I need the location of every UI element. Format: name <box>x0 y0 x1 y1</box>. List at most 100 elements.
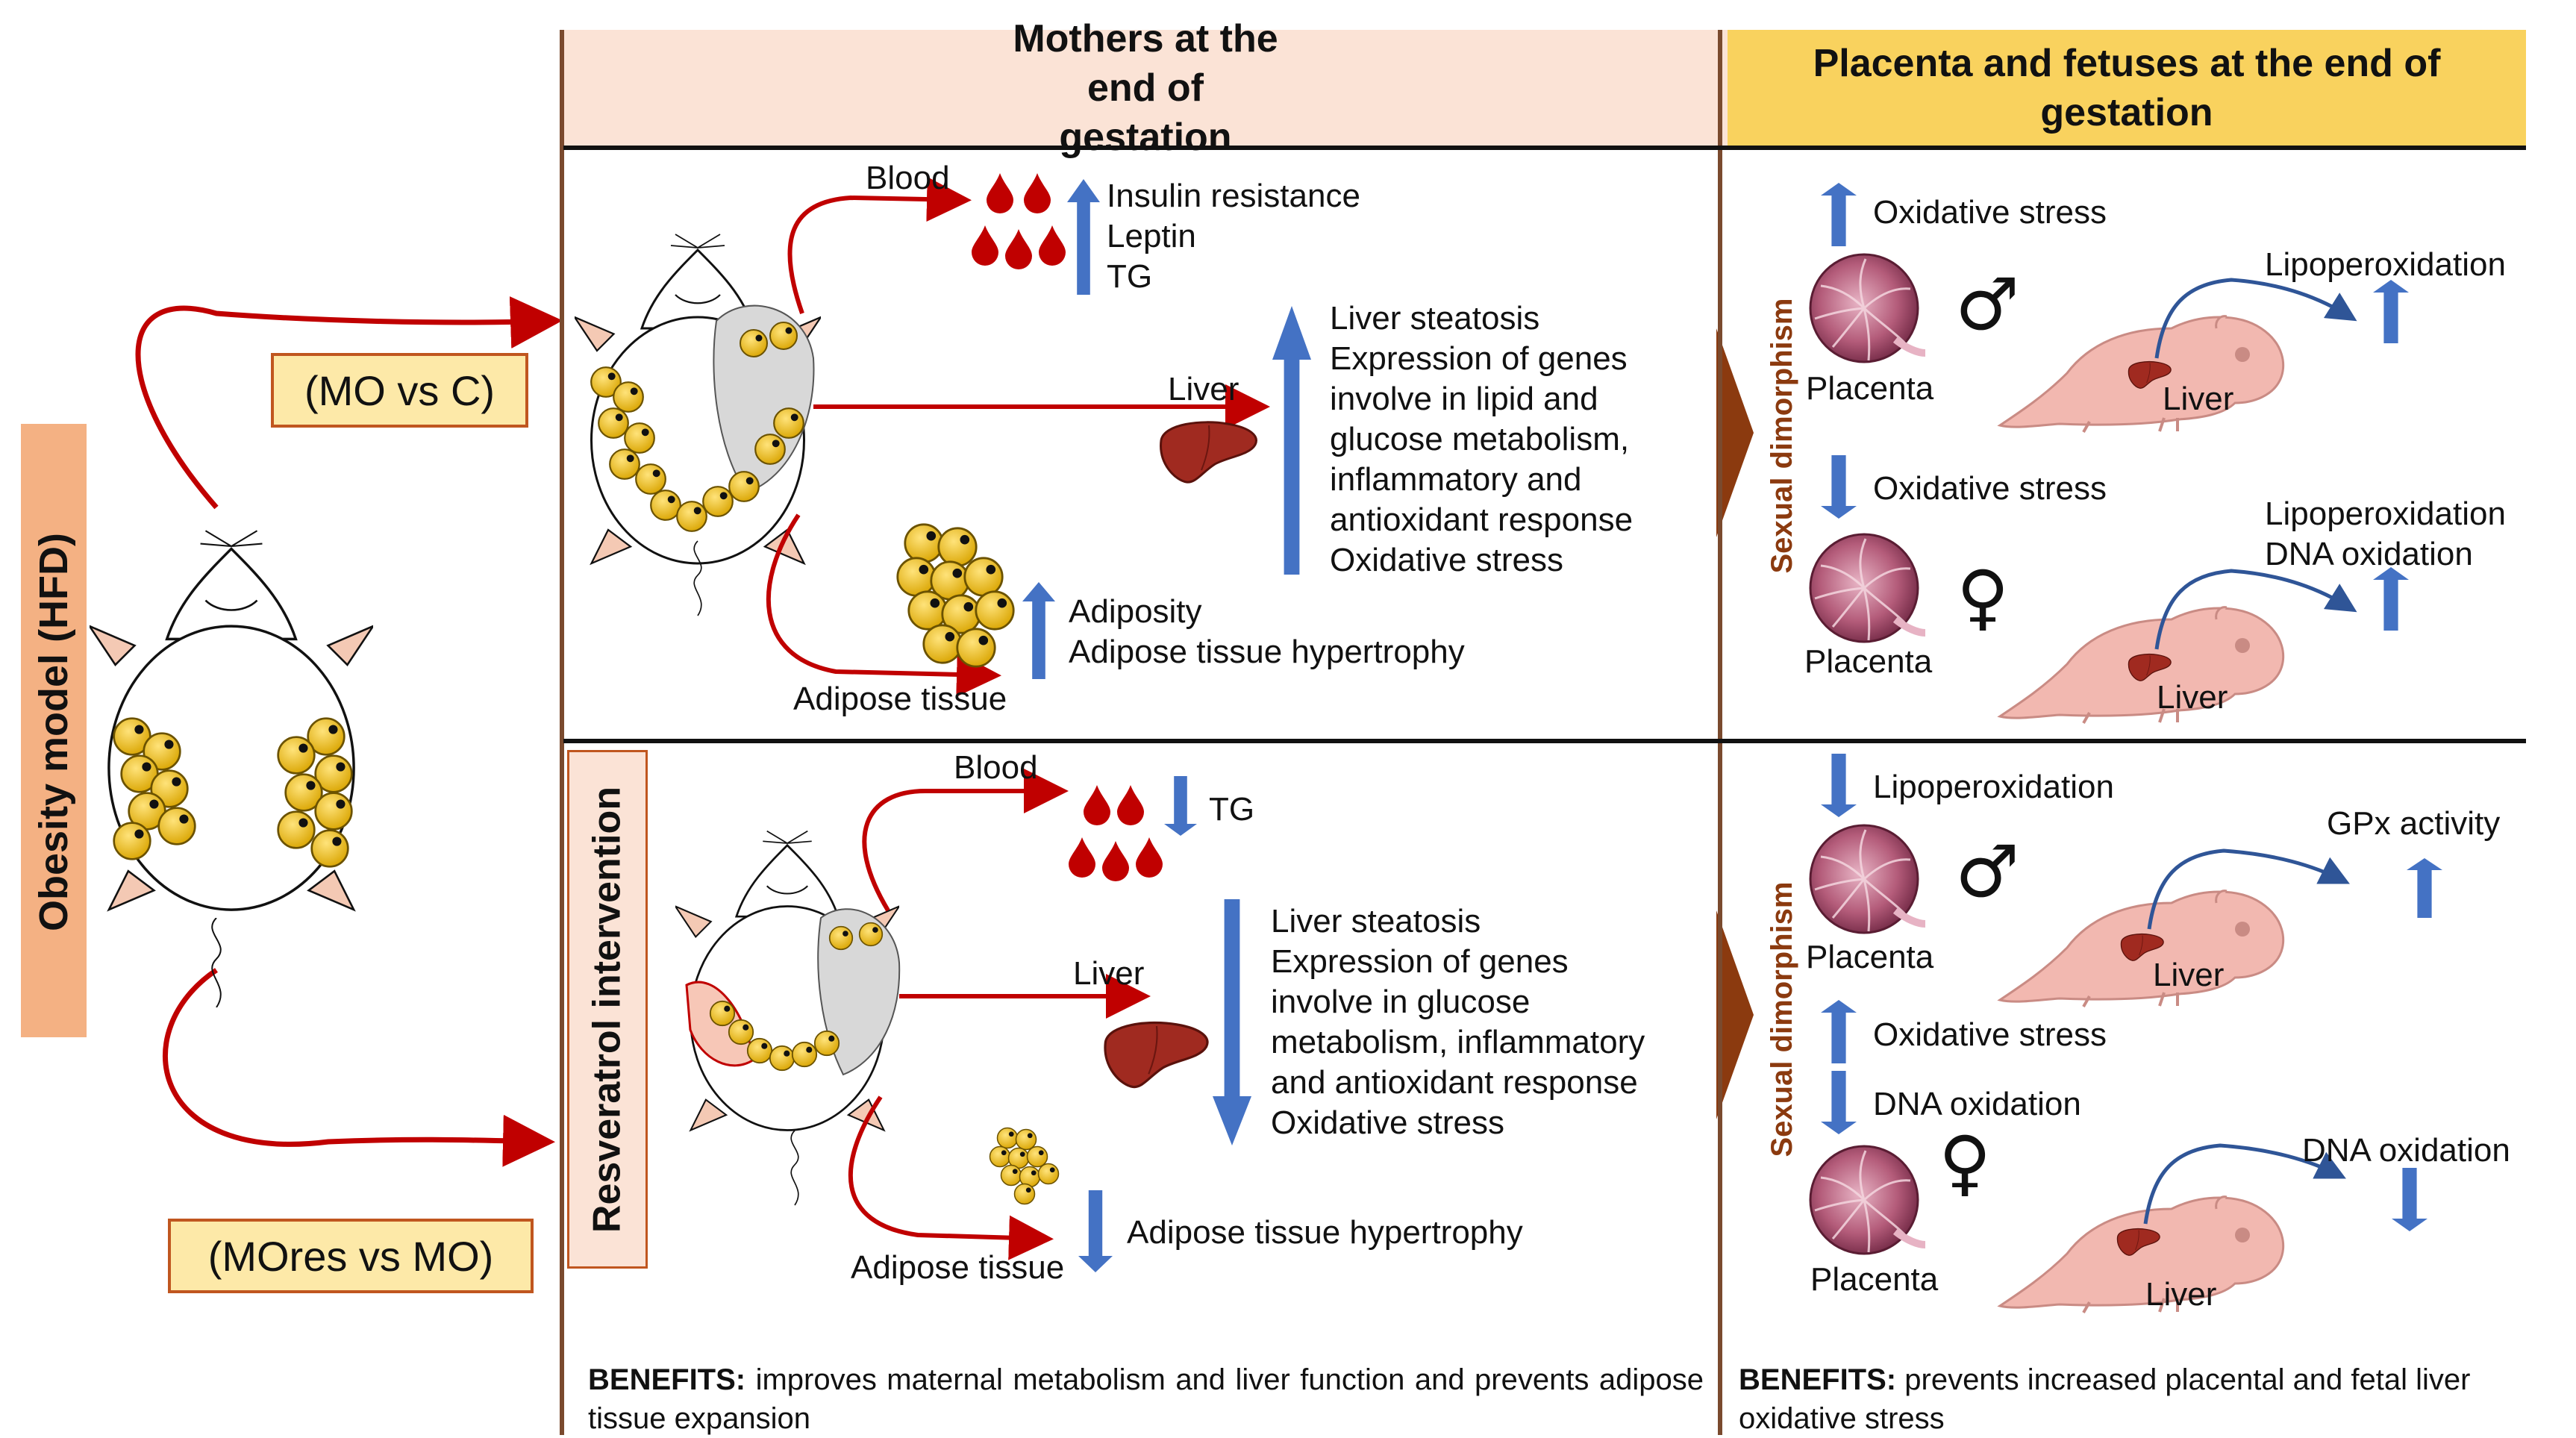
mo-liver-label: Liver <box>1168 371 1239 407</box>
mores-liver-down-arrow <box>1213 899 1251 1145</box>
top-male-placenta-label: Placenta <box>1806 370 1934 407</box>
mothers-header-text: Mothers at the end of gestation <box>1013 16 1278 159</box>
top-male-symbol: ♂ <box>1955 263 2020 346</box>
mores-blood-label: Blood <box>954 749 1038 786</box>
model-label: Obesity model (HFD) <box>31 532 76 932</box>
mores-liver-effect-1: Liver steatosis <box>1271 903 1481 940</box>
dimorphism-chevron-bottom <box>1716 910 1754 1119</box>
bottom-male-placenta-icon <box>1810 825 1925 933</box>
bottom-female-placenta-down-arrow <box>1821 1071 1857 1134</box>
mores-liver-icon <box>1104 1021 1209 1089</box>
mo-blood-effect-2: Leptin <box>1107 218 1196 254</box>
mores-liver-effect-3: involve in glucose <box>1271 984 1531 1020</box>
mo-adipose-label: Adipose tissue <box>793 681 1007 717</box>
mores-blood-effect: TG <box>1209 791 1255 828</box>
bottom-female-liver-label: Liver <box>2145 1276 2217 1313</box>
divider-right <box>1718 30 1722 1435</box>
mores-adipose-effect: Adipose tissue hypertrophy <box>1127 1214 1523 1251</box>
blood-drops-icon <box>972 173 1066 269</box>
comparison-mo-vs-c: (MO vs C) <box>271 353 528 428</box>
mo-adipose-cluster-icon <box>896 523 1015 668</box>
top-female-placenta-icon <box>1810 534 1925 642</box>
top-male-placenta-up-arrow <box>1821 183 1857 246</box>
bottom-male-liver-up-arrow <box>2407 858 2442 918</box>
top-male-liver-label: Liver <box>2163 381 2234 417</box>
mothers-benefits-label: BENEFITS: <box>588 1363 746 1396</box>
top-female-placenta-label: Placenta <box>1804 643 1933 680</box>
mores-adipose-down-arrow <box>1078 1190 1113 1272</box>
top-male-liver-effect: Lipoperoxidation <box>2265 246 2506 283</box>
mores-liver-effect-2: Expression of genes <box>1271 943 1569 980</box>
fetal-benefits-text: prevents increased placental and fetal l… <box>1739 1363 2471 1435</box>
mo-liver-effect-5: inflammatory and <box>1330 461 1582 498</box>
top-female-liver-up-arrow <box>2373 567 2409 631</box>
mores-mouse-illustration <box>675 829 901 1206</box>
mores-liver-effect-4: metabolism, inflammatory <box>1271 1024 1645 1060</box>
bottom-male-placenta-label: Placenta <box>1806 939 1934 975</box>
bottom-female-placenta-up-arrow <box>1821 1000 1857 1063</box>
mo-adipose-effect-2: Adipose tissue hypertrophy <box>1069 634 1465 670</box>
top-female-liver-effect-2: DNA oxidation <box>2265 536 2473 572</box>
divider-left <box>560 30 564 1435</box>
dimorphism-chevron-top <box>1716 328 1754 537</box>
mo-blood-label: Blood <box>866 160 950 196</box>
mo-blood-effect-1: Insulin resistance <box>1107 178 1360 214</box>
mothers-benefits-text: improves maternal metabolism and liver f… <box>588 1363 1704 1435</box>
mo-liver-effect-2: Expression of genes <box>1330 340 1628 377</box>
bottom-female-fetus-icon <box>1998 1195 2285 1313</box>
mo-blood-effect-3: TG <box>1107 258 1153 295</box>
resveratrol-label-box <box>567 750 648 1269</box>
mores-blood-drops-icon <box>1069 785 1163 881</box>
model-label-box <box>21 424 87 1037</box>
mo-liver-effect-4: glucose metabolism, <box>1330 421 1630 457</box>
bottom-male-liver-effect: GPx activity <box>2327 805 2501 842</box>
mo-adipose-effect-1: Adiposity <box>1069 593 1202 630</box>
bottom-female-placenta-effect-down: DNA oxidation <box>1873 1086 2081 1122</box>
mores-liver-effect-6: Oxidative stress <box>1271 1104 1504 1141</box>
mothers-benefits: BENEFITS: improves maternal metabolism a… <box>588 1360 1704 1438</box>
mo-adipose-up-arrow <box>1022 582 1055 679</box>
bottom-female-placenta-label: Placenta <box>1810 1261 1939 1298</box>
bottom-male-liver-label: Liver <box>2153 957 2225 993</box>
top-female-symbol: ♀ <box>1957 555 2010 639</box>
fetal-benefits-label: BENEFITS: <box>1739 1363 1897 1396</box>
divider-middle <box>563 739 2526 743</box>
bottom-female-placenta-effect-up: Oxidative stress <box>1873 1016 2107 1053</box>
bottom-male-placenta-down-arrow <box>1821 754 1857 817</box>
top-male-placenta-icon <box>1810 254 1925 362</box>
mores-liver-effect-5: and antioxidant response <box>1271 1064 1638 1101</box>
top-male-liver-up-arrow <box>2373 280 2409 343</box>
mo-liver-up-arrow <box>1272 306 1311 575</box>
mores-adipose-label: Adipose tissue <box>851 1249 1065 1286</box>
placenta-header: Placenta and fetuses at the end of gesta… <box>1728 30 2526 146</box>
top-male-placenta-effect: Oxidative stress <box>1873 194 2107 231</box>
bottom-female-liver-down-arrow <box>2392 1168 2427 1231</box>
top-female-liver-label: Liver <box>2157 679 2228 716</box>
comparison-mores-vs-mo: (MOres vs MO) <box>168 1219 534 1293</box>
sexual-dimorphism-bottom: Sexual dimorphism <box>1766 881 1798 1157</box>
resveratrol-label: Resveratrol intervention <box>585 786 629 1234</box>
red-arrow-to-mo <box>135 296 563 510</box>
top-female-liver-effect-1: Lipoperoxidation <box>2265 496 2506 532</box>
mores-liver-label: Liver <box>1073 955 1145 992</box>
placenta-header-text: Placenta and fetuses at the end of gesta… <box>1813 41 2441 134</box>
bottom-female-liver-effect: DNA oxidation <box>2302 1132 2510 1169</box>
bottom-female-placenta-icon <box>1810 1146 1925 1254</box>
mo-liver-effect-3: involve in lipid and <box>1330 381 1598 417</box>
top-female-placenta-effect: Oxidative stress <box>1873 470 2107 507</box>
mo-liver-effect-1: Liver steatosis <box>1330 300 1540 337</box>
mores-blood-down-arrow <box>1164 776 1197 836</box>
red-arrow-to-mores <box>162 968 555 1167</box>
bottom-male-placenta-effect: Lipoperoxidation <box>1873 769 2114 805</box>
sexual-dimorphism-top: Sexual dimorphism <box>1766 298 1798 574</box>
mo-mouse-illustration <box>575 233 821 616</box>
model-mouse-illustration <box>90 529 373 1007</box>
top-female-placenta-down-arrow <box>1821 455 1857 519</box>
bottom-male-symbol: ♂ <box>1955 830 2020 913</box>
fetal-benefits: BENEFITS: prevents increased placental a… <box>1739 1360 2522 1438</box>
divider-header-bottom <box>563 146 2526 150</box>
mothers-header: Mothers at the end of gestation <box>563 17 1728 159</box>
mores-adipose-small-cluster-icon <box>989 1127 1060 1205</box>
bottom-female-symbol: ♀ <box>1939 1121 1992 1204</box>
